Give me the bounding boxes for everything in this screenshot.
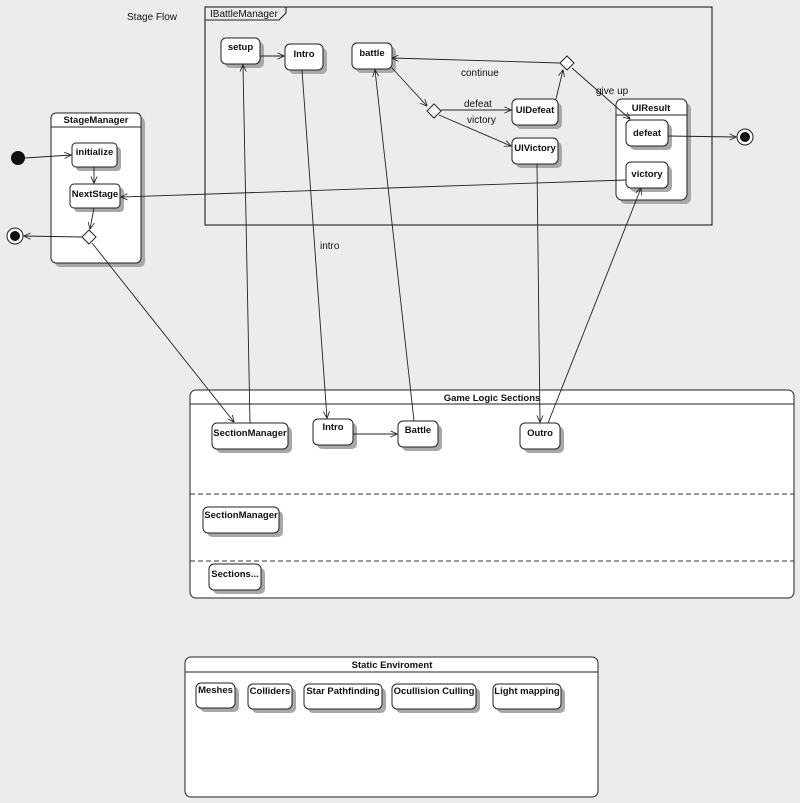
state-intro[interactable]: Intro (284, 43, 327, 74)
edge-giveup-defeat (571, 67, 630, 119)
section-manager-row1[interactable]: SectionManager (211, 422, 292, 453)
edge-choice-final-left (24, 236, 83, 237)
static-env-title: Static Enviroment (352, 660, 434, 671)
edge-label-intro: intro (320, 241, 340, 252)
static-item-star-pathfinding[interactable]: Star Pathfinding (303, 683, 386, 713)
edge-intro-sectionintro (301, 69, 327, 418)
edge-battle-choice (391, 67, 427, 106)
static-item-meshes[interactable]: Meshes (195, 682, 239, 712)
edge-continue-battle (392, 58, 561, 64)
edge-sectionmanager-setup (243, 65, 251, 424)
stage-manager-title: StageManager (64, 115, 129, 126)
svg-text:Meshes: Meshes (198, 685, 233, 696)
sections-row3[interactable]: Sections... (208, 563, 265, 594)
battle-manager-title: IBattleManager (210, 9, 278, 20)
continue-choice (559, 55, 575, 71)
svg-text:UIVictory: UIVictory (514, 143, 556, 154)
svg-text:NextStage: NextStage (72, 189, 118, 200)
svg-text:setup: setup (228, 42, 254, 53)
state-result-defeat[interactable]: defeat (625, 119, 672, 150)
svg-text:Star Pathfinding: Star Pathfinding (306, 686, 380, 697)
battle-result-choice (426, 103, 442, 119)
svg-text:Battle: Battle (405, 425, 431, 436)
svg-text:SectionManager: SectionManager (204, 510, 278, 521)
section-outro[interactable]: Outro (519, 422, 564, 453)
svg-text:Colliders: Colliders (250, 686, 291, 697)
edge-label-continue: continue (461, 68, 499, 79)
stage-choice (81, 229, 97, 245)
battle-manager-frame: IBattleManager (204, 6, 713, 226)
static-item-light-mapping[interactable]: Light mapping (492, 683, 565, 713)
svg-text:Light mapping: Light mapping (494, 686, 560, 697)
state-next-stage[interactable]: NextStage (69, 183, 124, 212)
edge-sectionbattle-battle (375, 70, 415, 422)
edge-label-give-up: give up (596, 86, 629, 97)
svg-text:SectionManager: SectionManager (213, 428, 287, 439)
state-result-victory[interactable]: victory (625, 161, 672, 192)
edge-stagechoice-sectionmanager (91, 242, 234, 422)
edge-label-defeat: defeat (464, 99, 492, 110)
game-logic-sections: Game Logic Sections (189, 389, 795, 599)
svg-text:UIDefeat: UIDefeat (516, 105, 555, 116)
svg-text:defeat: defeat (633, 128, 662, 139)
svg-text:initialize: initialize (76, 147, 113, 158)
game-logic-title: Game Logic Sections (444, 393, 541, 404)
ui-result-title: UIResult (632, 103, 671, 114)
section-intro[interactable]: Intro (312, 418, 357, 449)
final-state-left (6, 227, 24, 245)
edge-uivictory-outro (537, 163, 540, 422)
svg-text:Intro: Intro (322, 422, 343, 433)
section-battle[interactable]: Battle (397, 420, 442, 451)
final-state-right (736, 128, 754, 146)
svg-text:victory: victory (631, 169, 663, 180)
diagram-title: Stage Flow (127, 12, 178, 23)
svg-text:battle: battle (359, 48, 384, 59)
section-manager-row2[interactable]: SectionManager (202, 506, 283, 537)
state-initialize[interactable]: initialize (71, 142, 121, 171)
static-item-occlusion-culling[interactable]: Ocullision Culling (391, 683, 480, 713)
edge-outro-victory (547, 188, 641, 424)
svg-text:Ocullision Culling: Ocullision Culling (394, 686, 475, 697)
edge-choice-uivictory (438, 114, 511, 146)
edge-defeat-final (667, 136, 736, 137)
state-ui-victory[interactable]: UIVictory (511, 137, 562, 168)
edge-label-victory: victory (467, 115, 496, 126)
static-environment: Static Enviroment (184, 656, 599, 798)
static-item-colliders[interactable]: Colliders (247, 683, 296, 713)
state-ui-defeat[interactable]: UIDefeat (511, 98, 562, 129)
edge-victory-nextstage (121, 179, 627, 197)
state-setup[interactable]: setup (220, 37, 264, 68)
svg-text:Outro: Outro (527, 428, 553, 439)
state-battle[interactable]: battle (351, 42, 396, 73)
initial-state (11, 151, 25, 165)
edge-uidefeat-continuechoice (555, 70, 563, 100)
edge-nextstage-choice (90, 207, 94, 229)
edge-initial-initialize (24, 155, 71, 158)
svg-text:Sections...: Sections... (211, 569, 259, 580)
svg-text:Intro: Intro (293, 49, 314, 60)
